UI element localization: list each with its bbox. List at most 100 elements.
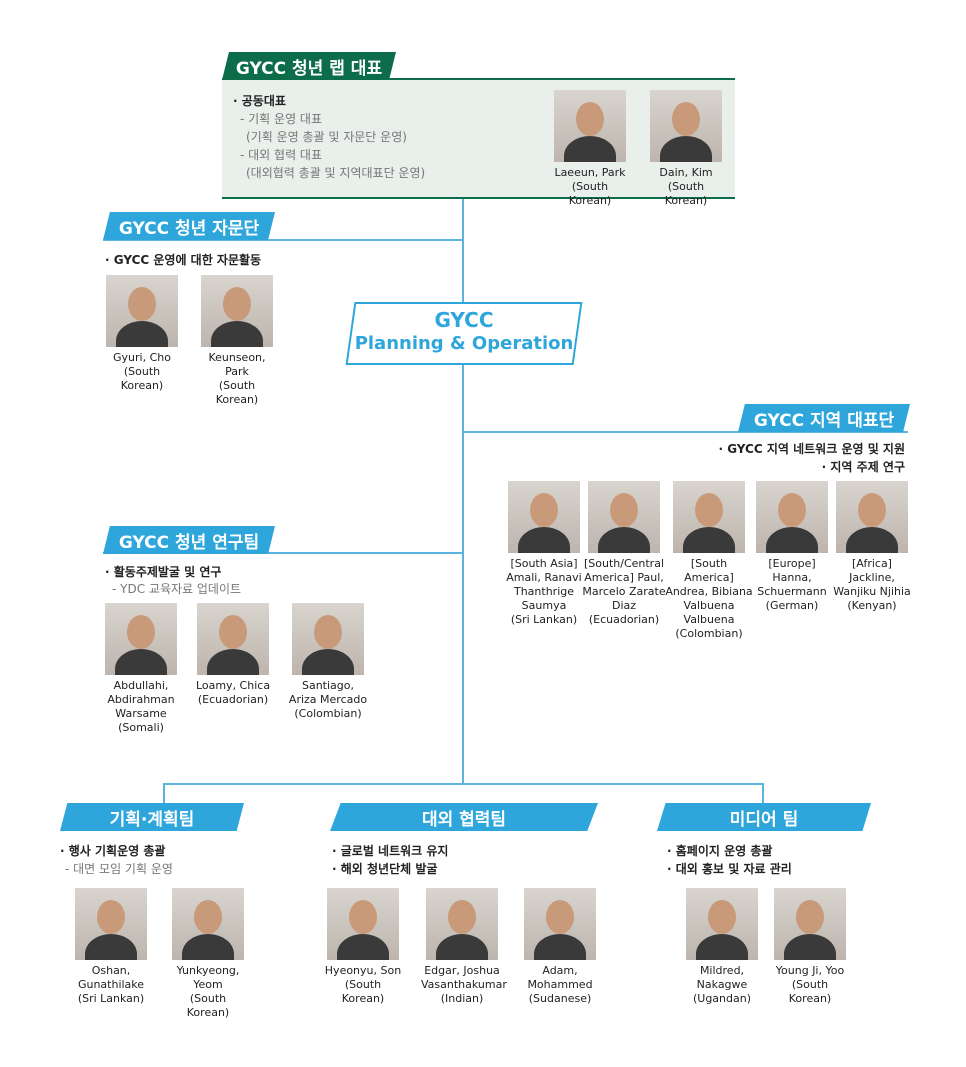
person-card: Young Ji, Yoo(South Korean) xyxy=(769,888,851,1006)
person-nationality: (Ugandan) xyxy=(692,992,752,1005)
person-nationality: (German) xyxy=(765,599,819,612)
person-card: Keunseon, Park(South Korean) xyxy=(196,275,278,407)
research-bullet: · 활동주제발굴 및 연구 xyxy=(105,565,222,579)
photo xyxy=(673,481,745,553)
photo xyxy=(197,603,269,675)
photo xyxy=(756,481,828,553)
person-nationality: (South Korean) xyxy=(186,992,230,1019)
person-name: Edgar, Joshua Vasanthakumar xyxy=(421,964,507,991)
person-card: Edgar, Joshua Vasanthakumar(Indian) xyxy=(421,888,507,1006)
research-title: GYCC 청년 연구팀 xyxy=(103,526,275,554)
person-card: Yunkyeong, Yeom(South Korean) xyxy=(167,888,249,1020)
photo xyxy=(105,603,177,675)
advisory-title: GYCC 청년 자문단 xyxy=(103,212,275,240)
research-line xyxy=(103,552,463,554)
photo xyxy=(588,481,660,553)
person-card: Mildred, Nakagwe(Ugandan) xyxy=(681,888,763,1006)
center-title: GYCC Planning & Operation xyxy=(354,308,574,354)
regional-bullet: · GYCC 지역 네트워크 운영 및 지원 xyxy=(718,442,905,456)
person-card: Dain, Kim(South Korean) xyxy=(645,90,727,208)
person-nationality: (Sri Lankan) xyxy=(77,992,145,1005)
person-card: Santiago, Ariza Mercado(Colombian) xyxy=(287,603,369,721)
media-bullet: · 홈페이지 운영 총괄 xyxy=(667,844,773,858)
photo xyxy=(106,275,178,347)
external-bullet: · 해외 청년단체 발굴 xyxy=(332,862,438,876)
person-card: Hyeonyu, Son(South Korean) xyxy=(322,888,404,1006)
person-card: Adam, Mohammed(Sudanese) xyxy=(519,888,601,1006)
person-name: [South Asia] Amali, Ranavi Thanthrige Sa… xyxy=(506,557,582,612)
research-sub: - YDC 교육자료 업데이트 xyxy=(112,582,242,596)
person-name: Hyeonyu, Son xyxy=(324,964,402,977)
person-card: [South Asia] Amali, Ranavi Thanthrige Sa… xyxy=(500,481,588,627)
person-card: Loamy, Chica(Ecuadorian) xyxy=(192,603,274,707)
regional-bullet: · 지역 주제 연구 xyxy=(821,460,905,474)
media-bullet: · 대외 홍보 및 자료 관리 xyxy=(667,862,792,876)
photo xyxy=(650,90,722,162)
person-card: Abdullahi, Abdirahman Warsame(Somali) xyxy=(100,603,182,735)
person-card: [Africa] Jackline, Wanjiku Njihia(Kenyan… xyxy=(828,481,916,613)
team-drop-1 xyxy=(163,783,165,803)
person-name: [South/Central America] Paul, Marcelo Za… xyxy=(582,557,666,612)
person-nationality: (Colombian) xyxy=(675,627,743,640)
person-card: Gyuri, Cho(South Korean) xyxy=(101,275,183,393)
person-nationality: (South Korean) xyxy=(788,978,832,1005)
photo xyxy=(75,888,147,960)
photo xyxy=(327,888,399,960)
person-card: Oshan, Gunathilake(Sri Lankan) xyxy=(70,888,152,1006)
photo xyxy=(686,888,758,960)
advisory-line xyxy=(103,239,463,241)
person-card: [South America] Andrea, Bibiana Valbuena… xyxy=(665,481,753,641)
person-nationality: (South Korean) xyxy=(341,978,385,1005)
person-nationality: (Sri Lankan) xyxy=(510,613,578,626)
lab-rep-box xyxy=(222,78,735,199)
person-name: Mildred, Nakagwe xyxy=(696,964,748,991)
person-name: Yunkyeong, Yeom xyxy=(176,964,240,991)
person-nationality: (Kenyan) xyxy=(847,599,897,612)
team-drop-3 xyxy=(762,783,764,803)
person-card: Laeeun, Park(South Korean) xyxy=(549,90,631,208)
person-card: [South/Central America] Paul, Marcelo Za… xyxy=(580,481,668,627)
planning-title: 기획·계획팀 xyxy=(60,803,244,831)
external-title: 대외 협력팀 xyxy=(330,803,598,831)
photo xyxy=(774,888,846,960)
person-name: Abdullahi, Abdirahman Warsame xyxy=(107,679,175,720)
person-nationality: (Sudanese) xyxy=(528,992,592,1005)
person-nationality: (Indian) xyxy=(440,992,484,1005)
planning-bullet: · 행사 기획운영 총괄 xyxy=(60,844,166,858)
photo xyxy=(554,90,626,162)
external-bullet: · 글로벌 네트워크 유지 xyxy=(332,844,449,858)
photo xyxy=(836,481,908,553)
person-name: [Africa] Jackline, Wanjiku Njihia xyxy=(833,557,911,598)
media-title: 미디어 팀 xyxy=(657,803,871,831)
person-name: Oshan, Gunathilake xyxy=(77,964,145,991)
person-nationality: (Somali) xyxy=(118,721,164,734)
person-name: Santiago, Ariza Mercado xyxy=(288,679,368,706)
person-name: Adam, Mohammed xyxy=(527,964,593,991)
planning-sub: - 대면 모임 기획 운영 xyxy=(65,862,173,876)
photo xyxy=(508,481,580,553)
person-nationality: (Colombian) xyxy=(294,707,362,720)
photo xyxy=(524,888,596,960)
photo xyxy=(172,888,244,960)
person-card: [Europe] Hanna, Schuermann(German) xyxy=(748,481,836,613)
advisory-bullet: · GYCC 운영에 대한 자문활동 xyxy=(105,253,262,267)
lab-rep-line: - 기획 운영 대표 xyxy=(240,112,323,126)
lab-rep-line: (대외협력 총괄 및 지역대표단 운영) xyxy=(246,166,426,180)
teams-line xyxy=(163,783,764,785)
regional-title: GYCC 지역 대표단 xyxy=(738,404,910,432)
photo xyxy=(292,603,364,675)
person-name: Loamy, Chica xyxy=(195,679,271,692)
lab-rep-title: GYCC 청년 랩 대표 xyxy=(222,52,396,80)
photo xyxy=(201,275,273,347)
regional-line xyxy=(463,431,908,433)
person-name: Young Ji, Yoo xyxy=(775,964,845,977)
person-name: [South America] Andrea, Bibiana Valbuena… xyxy=(665,557,753,626)
trunk-line xyxy=(462,198,464,784)
lab-rep-line: (기획 운영 총괄 및 자문단 운영) xyxy=(246,130,407,144)
photo xyxy=(426,888,498,960)
person-name: [Europe] Hanna, Schuermann xyxy=(757,557,827,598)
lab-rep-bullet: · 공동대표 xyxy=(233,94,286,108)
person-nationality: (Ecuadorian) xyxy=(197,693,269,706)
person-nationality: (Ecuadorian) xyxy=(588,613,660,626)
lab-rep-line: - 대외 협력 대표 xyxy=(240,148,323,162)
